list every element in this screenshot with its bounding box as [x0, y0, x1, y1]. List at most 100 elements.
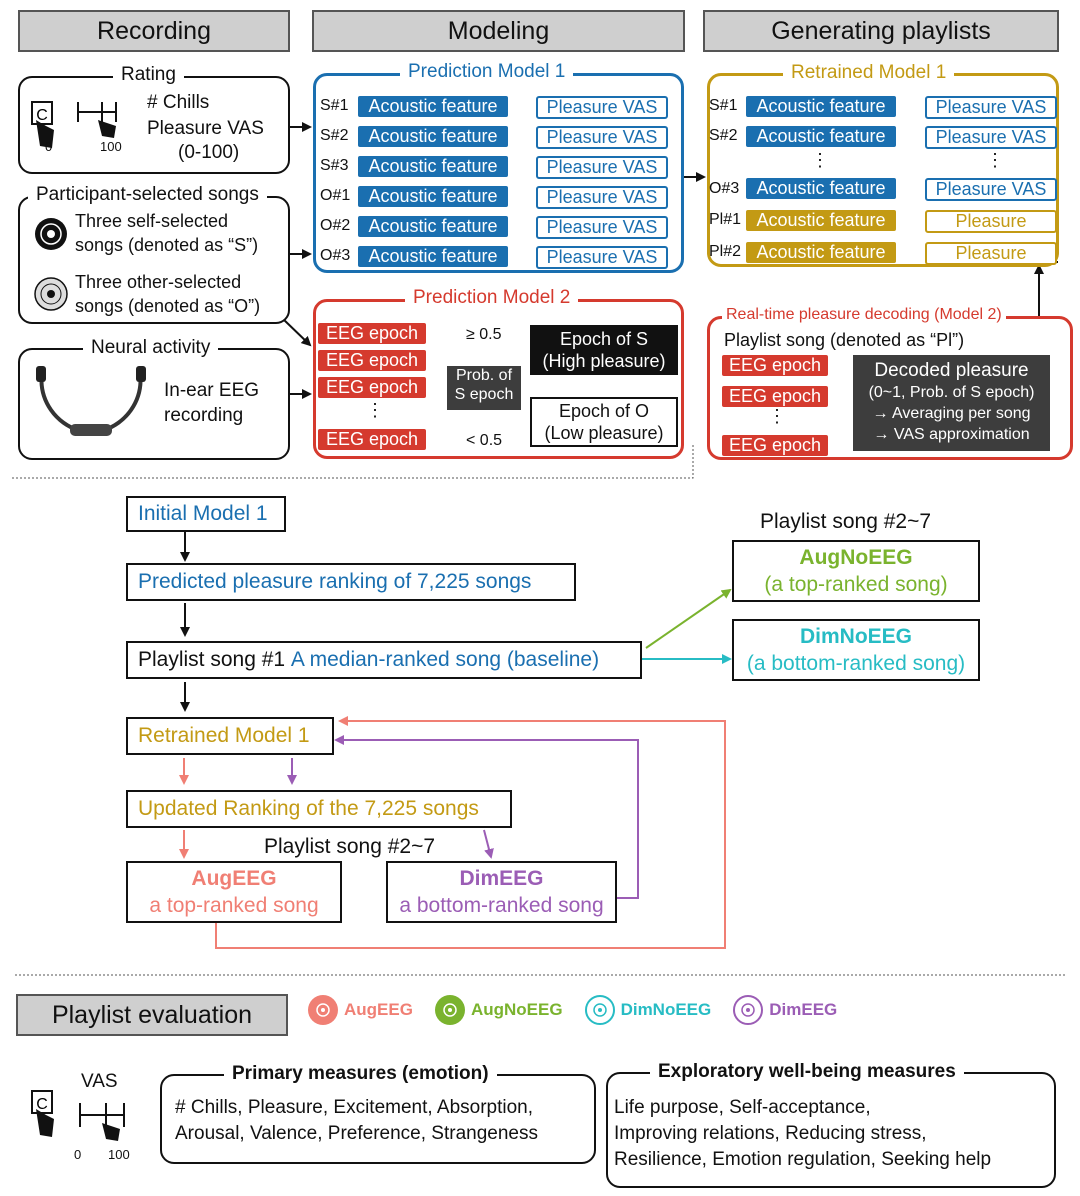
pm2-lt: < 0.5	[466, 432, 503, 449]
vinyl-self-icon	[35, 218, 67, 250]
flow-augeeg-box: AugEEG a top-ranked song	[126, 861, 342, 923]
arrow-ps1-to-augnoeeg	[645, 588, 732, 649]
rm1-target-2: Pleasure VAS	[925, 126, 1057, 149]
exploratory-line3: Resilience, Emotion regulation, Seeking …	[614, 1149, 992, 1170]
legend-dimeeg: DimEEG	[733, 995, 837, 1025]
pm1-row-id: S#3	[320, 157, 349, 174]
arrow-updated-to-dimeeg	[483, 829, 494, 859]
pm1-row-target: Pleasure VAS	[536, 156, 668, 179]
neural-line1: In-ear EEG	[164, 380, 260, 401]
rm1-feature-4: Acoustic feature	[746, 210, 896, 231]
pm1-row-id: O#2	[320, 217, 351, 234]
rt-dec-line1: Decoded pleasure	[874, 360, 1029, 381]
primary-title: Primary measures (emotion)	[224, 1063, 497, 1085]
hand-slider-icon: C	[31, 101, 117, 148]
neural-title: Neural activity	[83, 337, 219, 359]
pm2-prob-box: Prob. of S epoch	[447, 366, 521, 410]
rm1-dots-2: ⋮	[986, 150, 1004, 170]
exploratory-title: Exploratory well-being measures	[650, 1061, 964, 1083]
pm1-row-id: O#1	[320, 187, 351, 204]
primary-line2: Arousal, Valence, Preference, Strangenes…	[175, 1123, 538, 1144]
rating-chills: # Chills	[147, 92, 210, 113]
legend-dimnoeeg: DimNoEEG	[584, 995, 712, 1025]
headset-icon	[36, 366, 146, 436]
songs-other-line1: Three other-selected	[75, 272, 242, 292]
rating-box	[18, 76, 290, 174]
legend-augeeg-label: AugEEG	[344, 1000, 413, 1019]
rm1-id-3: O#3	[709, 180, 740, 197]
rm1-id-1: S#1	[709, 97, 738, 114]
flow-initial-box: Initial Model 1	[126, 496, 286, 532]
legend-augeeg-icon	[308, 995, 338, 1025]
rt-epoch-1: EEG epoch	[722, 355, 828, 376]
flow-ps1-suffix: A median-ranked song (baseline)	[290, 648, 600, 671]
legend-augnoeeg: AugNoEEG	[434, 995, 563, 1025]
svg-text:C: C	[36, 1096, 48, 1113]
rt-dots: ⋮	[768, 406, 786, 426]
pm2-dots: ⋮	[366, 400, 384, 420]
flow-augnoeeg-sub: (a top-ranked song)	[764, 573, 948, 596]
loop-dimeeg	[334, 735, 639, 899]
flow-ps27-label: Playlist song #2~7	[760, 510, 932, 533]
flow-ps1-prefix: Playlist song #1	[138, 648, 291, 671]
rt-decoded-box: Decoded pleasure (0~1, Prob. of S epoch)…	[853, 355, 1050, 451]
header-modeling: Modeling	[312, 10, 685, 52]
songs-title: Participant-selected songs	[28, 184, 267, 206]
rt-epoch-2: EEG epoch	[722, 386, 828, 407]
rm1-feature-5: Acoustic feature	[746, 242, 896, 263]
header-recording: Recording	[18, 10, 290, 52]
legend-dimnoeeg-icon	[584, 995, 615, 1025]
flow-dimnoeeg-box: DimNoEEG (a bottom-ranked song)	[732, 619, 980, 681]
exploratory-line2: Improving relations, Reducing stress,	[614, 1123, 927, 1144]
rating-scale-min: 0	[45, 139, 53, 154]
pm1-row-target: Pleasure VAS	[536, 126, 668, 149]
pm2-ge: ≥ 0.5	[466, 326, 502, 343]
rating-title: Rating	[113, 64, 184, 86]
legend-augnoeeg-icon	[434, 995, 465, 1025]
rt-dec-line2: (0~1, Prob. of S epoch)	[868, 384, 1035, 401]
rt-playlist: Playlist song (denoted as “Pl”)	[724, 330, 965, 350]
pm2-title: Prediction Model 2	[405, 287, 579, 309]
rating-range: (0-100)	[178, 142, 240, 163]
rm1-feature-3: Acoustic feature	[746, 178, 896, 199]
header-evaluation: Playlist evaluation	[16, 994, 288, 1036]
pm1-row-feature: Acoustic feature	[358, 186, 508, 207]
eval-hand-slider-icon: C	[31, 1090, 125, 1141]
rm1-feature-1: Acoustic feature	[746, 96, 896, 117]
flow-dimnoeeg-sub: (a bottom-ranked song)	[746, 652, 966, 675]
pm2-high-box: Epoch of S (High pleasure)	[530, 325, 678, 375]
flow-augnoeeg-title: AugNoEEG	[799, 546, 913, 569]
legend-dimnoeeg-label: DimNoEEG	[620, 1000, 712, 1019]
rt-dec-line4: → VAS approximation	[873, 426, 1030, 443]
pm2-prob-line1: Prob. of	[455, 367, 513, 384]
flow-ps1-box: Playlist song #1 A median-ranked song (b…	[126, 641, 642, 679]
eval-scale-min: 0	[74, 1147, 82, 1162]
primary-line1: # Chills, Pleasure, Excitement, Absorpti…	[175, 1097, 534, 1118]
pm1-row-id: S#2	[320, 127, 349, 144]
pm1-row-target: Pleasure VAS	[536, 186, 668, 209]
pm1-row-feature: Acoustic feature	[358, 156, 508, 177]
songs-self-line2: songs (denoted as “S”)	[75, 235, 259, 255]
loop-augeeg	[215, 716, 726, 949]
flow-augeeg-title: AugEEG	[191, 867, 277, 890]
primary-box	[160, 1074, 596, 1164]
header-generating: Generating playlists	[703, 10, 1059, 52]
exploratory-box	[606, 1072, 1056, 1188]
pm2-epoch-2: EEG epoch	[318, 350, 426, 371]
pm1-row-id: S#1	[320, 97, 349, 114]
flow-dimnoeeg-title: DimNoEEG	[799, 625, 912, 648]
pm2-epoch-4: EEG epoch	[318, 429, 426, 450]
rt-dec-line3: → Averaging per song	[872, 405, 1031, 422]
pm1-title: Prediction Model 1	[400, 61, 574, 83]
pm1-row-target: Pleasure VAS	[536, 246, 668, 269]
pm2-epoch-3: EEG epoch	[318, 377, 426, 398]
rm1-id-5: Pl#2	[709, 243, 742, 260]
rm1-id-4: Pl#1	[709, 211, 742, 228]
songs-other-line2: songs (denoted as “O”)	[75, 296, 261, 316]
pm2-high-line2: (High pleasure)	[542, 351, 666, 371]
pm1-row-id: O#3	[320, 247, 351, 264]
pm1-row-feature: Acoustic feature	[358, 96, 508, 117]
rt-title: Real-time pleasure decoding (Model 2)	[722, 306, 1006, 324]
eval-vas: VAS	[81, 1071, 118, 1092]
pm2-epoch-1: EEG epoch	[318, 323, 426, 344]
